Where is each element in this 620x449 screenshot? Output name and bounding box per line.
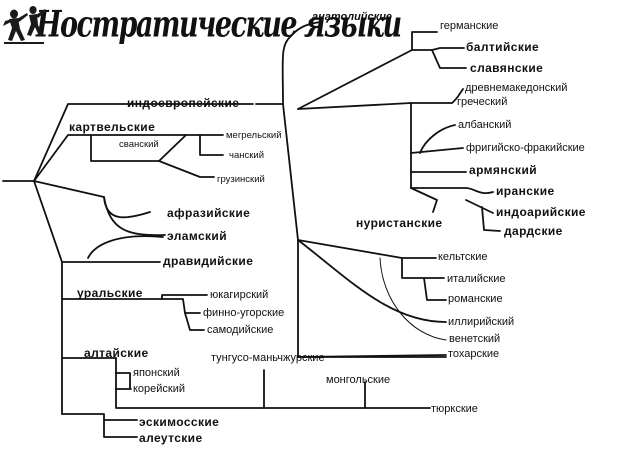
label-aleut: алеутские	[139, 431, 203, 445]
branch-phrygian	[410, 147, 464, 154]
label-elamite: эламский	[167, 229, 227, 243]
label-yukaghir: юкагирский	[210, 289, 269, 301]
label-japanese: японский	[133, 367, 180, 379]
label-turkic: тюркские	[431, 403, 478, 415]
branch-macedonian	[410, 88, 464, 104]
branch-to-indo-aryan	[465, 199, 494, 214]
branch-italic-node	[401, 257, 445, 279]
label-uralic: уральские	[77, 286, 143, 300]
branch-to-greek-node	[297, 102, 412, 189]
branch-to-tungus	[115, 357, 431, 409]
branch-svan-bracket	[90, 134, 187, 162]
label-megrelian: мегрельский	[226, 130, 282, 141]
label-finno-ugric: финно-угорские	[203, 307, 285, 319]
diagram-title: Ностратические языки	[36, 4, 402, 46]
dancing-figures-logo	[3, 6, 46, 44]
label-korean: корейский	[133, 383, 186, 395]
label-tungus-manchu: тунгусо-маньчжурские	[211, 352, 325, 364]
label-kartvelian: картвельские	[69, 120, 156, 134]
branch-to-germanic-node	[297, 49, 413, 110]
branch-to-afroasiatic	[33, 180, 151, 219]
branch-uralic-split	[161, 294, 208, 314]
branch-albanian	[419, 124, 456, 154]
branch-indo-iranian-node	[410, 187, 494, 194]
branch-to-georgian	[158, 160, 215, 178]
label-mongolic: монгольские	[326, 374, 391, 386]
label-baltic: балтийские	[466, 40, 540, 54]
branch-to-samoyedic	[184, 312, 205, 331]
label-italic: италийские	[447, 273, 506, 285]
label-dravidian: дравидийские	[163, 254, 254, 268]
label-venetic: венетский	[449, 333, 501, 345]
label-phrygo-thracian: фригийско-фракийские	[466, 142, 585, 154]
branch-to-indo-european	[33, 103, 254, 182]
branch-romance	[423, 277, 447, 301]
branch-germanic-bracket	[411, 31, 465, 51]
branch-main-trunk	[33, 180, 63, 415]
branch-ie-trunk-down	[282, 103, 447, 358]
branch-to-megrelian	[185, 134, 224, 156]
label-afroasiatic: афразийские	[167, 206, 251, 220]
branch-eskimo-aleut	[61, 413, 138, 438]
label-georgian: грузинский	[217, 174, 265, 185]
branch-to-kartvelian	[33, 134, 187, 182]
label-slavic: славянские	[470, 61, 544, 75]
label-illyrian: иллирийский	[448, 316, 515, 328]
branch-to-elamite	[103, 196, 166, 237]
label-albanian: албанский	[458, 119, 512, 131]
branch-venetic-thin	[379, 257, 447, 341]
label-iranian: иранские	[496, 184, 555, 198]
label-germanic: германские	[440, 20, 499, 32]
label-tocharian: тохарские	[448, 348, 500, 360]
branch-japanese-korean	[115, 372, 132, 390]
branch-nuristani	[410, 187, 438, 213]
branch-to-dardic	[481, 206, 501, 232]
label-armenian: армянский	[469, 163, 538, 177]
label-indo-aryan: индоарийские	[496, 205, 586, 219]
label-svan: сванский	[119, 139, 159, 150]
label-ancient-macedonian: древнемакедонский	[465, 82, 568, 94]
branch-tocharian-line	[297, 354, 447, 358]
branch-dravidian-hook	[87, 235, 164, 259]
label-dardic: дардские	[504, 224, 563, 238]
branch-to-slavic	[431, 49, 467, 69]
branch-illyrian	[297, 239, 447, 323]
label-nuristani: нуристанские	[356, 216, 443, 230]
label-anatolian: анатолийские	[312, 11, 393, 23]
label-greek: греческий	[457, 96, 508, 108]
label-samoyedic: самодийские	[207, 324, 274, 336]
label-eskimo: эскимосские	[139, 415, 220, 429]
label-chan: чанский	[229, 150, 264, 161]
label-celtic: кельтские	[438, 251, 488, 263]
label-indo-european: индоевропейские	[127, 96, 240, 110]
label-romance: романские	[448, 293, 503, 305]
label-altaic: алтайские	[84, 346, 149, 360]
branch-ie-trunk-up	[255, 21, 321, 105]
